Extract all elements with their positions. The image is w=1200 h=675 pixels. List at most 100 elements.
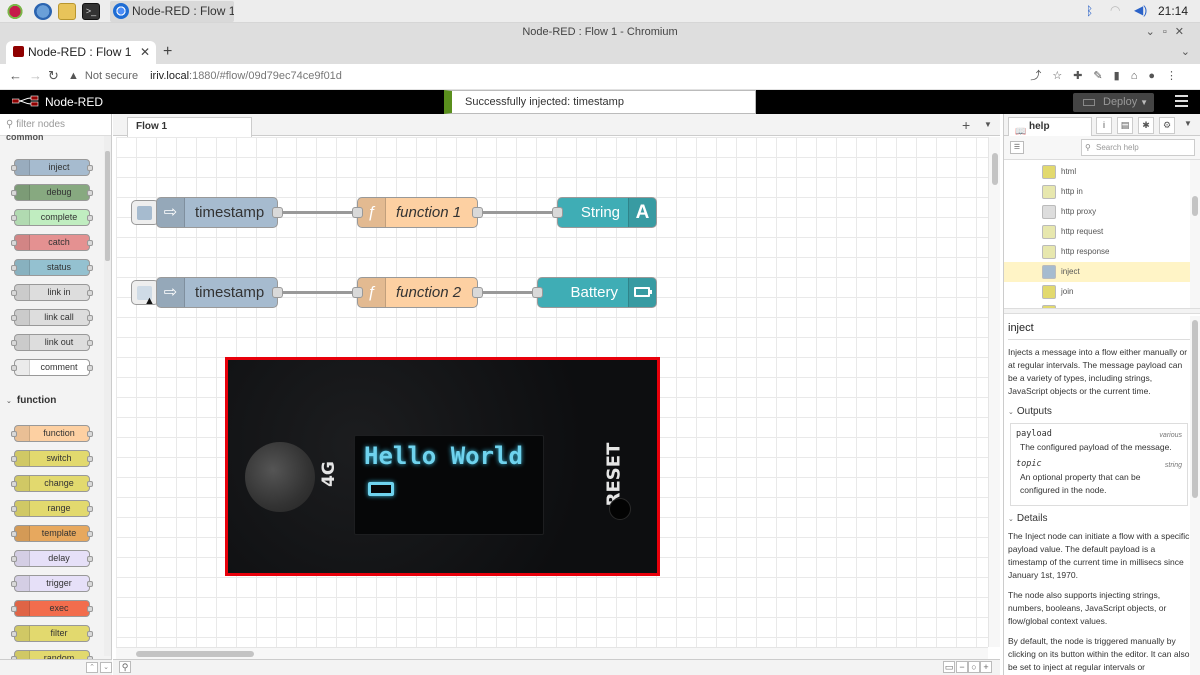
palette-node-link-call[interactable]: link call bbox=[11, 309, 93, 326]
palette-node-catch[interactable]: catch bbox=[11, 234, 93, 251]
help-book-tab-icon[interactable]: ▤ bbox=[1117, 117, 1133, 134]
wire[interactable] bbox=[479, 211, 559, 214]
file-manager-icon[interactable] bbox=[58, 3, 76, 20]
config-tab-icon[interactable]: ⚙ bbox=[1159, 117, 1175, 134]
palette-node-link-out[interactable]: link out bbox=[11, 334, 93, 351]
wire[interactable] bbox=[279, 291, 359, 294]
forward-icon[interactable]: → bbox=[29, 68, 42, 83]
wifi-icon[interactable]: ◠ bbox=[1110, 3, 1121, 17]
inject-node-timestamp[interactable]: ⇨ timestamp bbox=[156, 197, 278, 228]
dashboard-text-node-string[interactable]: String A bbox=[557, 197, 657, 228]
browser-tab[interactable]: Node-RED : Flow 1 ✕ bbox=[6, 41, 156, 64]
close-tab-icon[interactable]: ✕ bbox=[139, 45, 150, 59]
tab-flow-1[interactable]: Flow 1 bbox=[127, 117, 252, 137]
flow-list-chevron-icon[interactable]: ▼ bbox=[984, 120, 992, 129]
palette-node-range[interactable]: range bbox=[11, 500, 93, 517]
canvas-vertical-scrollbar[interactable] bbox=[988, 137, 1000, 647]
help-list-item-http-in[interactable]: http in bbox=[1004, 182, 1190, 202]
palette-node-change[interactable]: change bbox=[11, 475, 93, 492]
zoom-reset-icon[interactable]: ○ bbox=[968, 661, 980, 673]
main-menu-icon[interactable] bbox=[1175, 95, 1188, 108]
palette-node-function[interactable]: function bbox=[11, 425, 93, 442]
wire[interactable] bbox=[479, 291, 539, 294]
inject-trigger-button[interactable] bbox=[131, 280, 159, 305]
help-list-item-http-proxy[interactable]: http proxy bbox=[1004, 202, 1190, 222]
help-list-item-join[interactable]: join bbox=[1004, 282, 1190, 302]
wire[interactable] bbox=[279, 211, 359, 214]
navigator-icon[interactable]: ▭ bbox=[943, 661, 955, 673]
terminal-icon[interactable]: >_ bbox=[82, 3, 100, 20]
toggle-list-icon[interactable]: ☰ bbox=[1010, 141, 1024, 154]
tab-search-icon[interactable]: ⌄ bbox=[1180, 46, 1190, 58]
taskbar-chromium-task[interactable]: Node-RED : Flow 1 - ... bbox=[110, 1, 234, 22]
web-browser-icon[interactable] bbox=[34, 3, 52, 20]
tab-help[interactable]: 📖 help bbox=[1008, 117, 1092, 137]
help-search-input[interactable]: ⚲ Search help bbox=[1081, 139, 1195, 156]
palette-filter-input[interactable]: ⚲ filter nodes bbox=[0, 114, 111, 136]
help-content-scrollbar[interactable] bbox=[1190, 316, 1200, 675]
help-list-scrollbar[interactable] bbox=[1190, 160, 1200, 308]
window-controls[interactable]: ⌄▫✕ bbox=[1145, 26, 1192, 38]
search-flows-icon[interactable]: ⚲ bbox=[119, 661, 131, 673]
output-port[interactable] bbox=[272, 207, 283, 218]
sidebar-splitter[interactable] bbox=[1004, 308, 1200, 314]
dashboard-battery-node[interactable]: Battery bbox=[537, 277, 657, 308]
palette-node-trigger[interactable]: trigger bbox=[11, 575, 93, 592]
add-flow-button[interactable]: + bbox=[962, 117, 971, 133]
palette-category-common[interactable]: common bbox=[6, 132, 44, 142]
info-tab-icon[interactable]: i bbox=[1096, 117, 1112, 134]
bluetooth-icon[interactable]: ᛒ bbox=[1086, 4, 1094, 18]
canvas-horizontal-scrollbar[interactable] bbox=[116, 647, 988, 659]
expand-all-icon[interactable]: ⌄ bbox=[100, 662, 112, 673]
input-port[interactable] bbox=[352, 287, 363, 298]
sidebar-tabs-chevron-icon[interactable]: ▼ bbox=[1184, 119, 1192, 128]
palette-node-template[interactable]: template bbox=[11, 525, 93, 542]
palette-node-filter[interactable]: filter bbox=[11, 625, 93, 642]
palette-node-delay[interactable]: delay bbox=[11, 550, 93, 567]
palette-node-switch[interactable]: switch bbox=[11, 450, 93, 467]
function-node-1[interactable]: ƒ function 1 bbox=[357, 197, 478, 228]
input-port[interactable] bbox=[352, 207, 363, 218]
input-port[interactable] bbox=[532, 287, 543, 298]
deploy-menu-chevron-icon[interactable]: ▼ bbox=[1140, 98, 1148, 107]
palette-node-inject[interactable]: inject bbox=[11, 159, 93, 176]
collapse-all-icon[interactable]: ⌃ bbox=[86, 662, 98, 673]
input-port[interactable] bbox=[552, 207, 563, 218]
volume-icon[interactable]: ◀) bbox=[1134, 3, 1148, 17]
input-port bbox=[11, 581, 17, 587]
help-list-item-json[interactable]: json bbox=[1004, 302, 1190, 308]
back-icon[interactable]: ← bbox=[9, 68, 22, 83]
workspace-footer bbox=[113, 659, 1000, 675]
zoom-in-icon[interactable]: + bbox=[980, 661, 992, 673]
palette-node-link-in[interactable]: link in bbox=[11, 284, 93, 301]
help-list-item-http-response[interactable]: http response bbox=[1004, 242, 1190, 262]
debug-tab-icon[interactable]: ✱ bbox=[1138, 117, 1154, 134]
palette-node-status[interactable]: status bbox=[11, 259, 93, 276]
help-list-item-html[interactable]: html bbox=[1004, 162, 1190, 182]
reload-icon[interactable]: ↻ bbox=[48, 68, 59, 83]
palette-node-exec[interactable]: exec bbox=[11, 600, 93, 617]
palette-node-debug[interactable]: debug bbox=[11, 184, 93, 201]
inject-trigger-button[interactable] bbox=[131, 200, 159, 225]
inject-node-timestamp[interactable]: ⇨ timestamp bbox=[156, 277, 278, 308]
palette-node-comment[interactable]: comment bbox=[11, 359, 93, 376]
details-heading[interactable]: ⌄Details bbox=[1008, 513, 1048, 524]
deploy-button[interactable]: Deploy ▼ bbox=[1073, 93, 1154, 112]
help-list-item-inject[interactable]: inject bbox=[1004, 262, 1190, 282]
palette-node-complete[interactable]: complete bbox=[11, 209, 93, 226]
output-port[interactable] bbox=[472, 287, 483, 298]
output-port[interactable] bbox=[272, 287, 283, 298]
browser-toolbar-icons[interactable]: ⤴☆✚✎▮⌂●⋮ bbox=[1030, 70, 1188, 82]
function-node-2[interactable]: ƒ function 2 bbox=[357, 277, 478, 308]
outputs-heading[interactable]: ⌄Outputs bbox=[1008, 406, 1052, 417]
raspberry-menu-icon[interactable] bbox=[6, 3, 24, 20]
palette-node-random[interactable]: random bbox=[11, 650, 93, 659]
palette-category-function[interactable]: ⌄function bbox=[6, 395, 57, 406]
palette-scrollbar[interactable] bbox=[104, 136, 111, 656]
zoom-out-icon[interactable]: − bbox=[956, 661, 968, 673]
output-port[interactable] bbox=[472, 207, 483, 218]
help-list-item-http-request[interactable]: http request bbox=[1004, 222, 1190, 242]
new-tab-button[interactable]: + bbox=[163, 43, 173, 60]
